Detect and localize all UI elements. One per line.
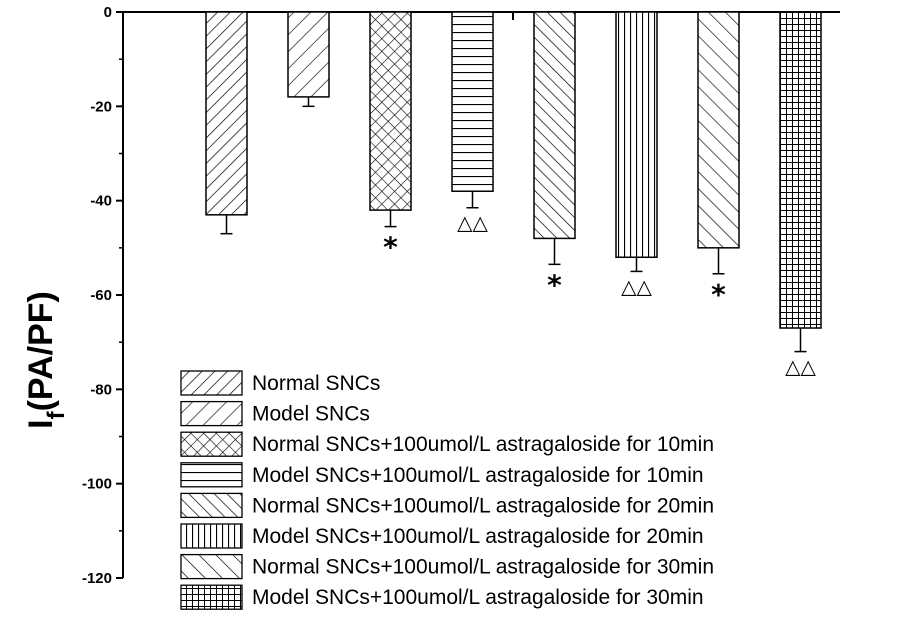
legend-swatch bbox=[180, 400, 243, 427]
legend-swatch bbox=[180, 370, 243, 396]
y-tick-label: -40 bbox=[90, 193, 112, 210]
legend-label: Normal SNCs bbox=[252, 372, 380, 395]
y-tick-label: -60 bbox=[90, 287, 112, 304]
legend-swatch bbox=[180, 492, 243, 519]
legend-label: Normal SNCs+100umol/L astragaloside for … bbox=[252, 433, 714, 456]
y-tick-label: -20 bbox=[90, 98, 112, 115]
bar bbox=[533, 11, 576, 240]
y-axis-label: If(PA/PF) bbox=[22, 291, 70, 429]
significance-marker: △△ bbox=[621, 274, 652, 298]
significance-marker: △△ bbox=[785, 355, 816, 379]
y-tick-label: 0 bbox=[104, 4, 112, 21]
bars: * △△ * △△ * △△ bbox=[205, 11, 822, 379]
significance-marker: * bbox=[711, 278, 726, 311]
bar bbox=[369, 11, 412, 211]
legend-swatch bbox=[180, 523, 243, 549]
y-tick-label: -100 bbox=[82, 476, 112, 493]
legend-label: Model SNCs bbox=[252, 403, 370, 426]
bar bbox=[451, 11, 494, 192]
legend-swatch bbox=[180, 462, 243, 488]
bar bbox=[205, 11, 248, 216]
y-tick-label: -120 bbox=[82, 570, 112, 587]
legend-swatch bbox=[180, 584, 243, 610]
legend-swatch bbox=[180, 431, 243, 457]
legend-label: Model SNCs+100umol/L astragaloside for 2… bbox=[252, 525, 704, 548]
legend-label: Normal SNCs+100umol/L astragaloside for … bbox=[252, 494, 714, 517]
bar bbox=[287, 11, 330, 98]
significance-marker: △△ bbox=[457, 211, 488, 235]
legend-swatch bbox=[180, 553, 243, 580]
legend-label: Model SNCs+100umol/L astragaloside for 1… bbox=[252, 464, 704, 487]
significance-marker: * bbox=[383, 231, 398, 264]
y-tick-label: -80 bbox=[90, 381, 112, 398]
significance-marker: * bbox=[547, 268, 562, 301]
legend-label: Normal SNCs+100umol/L astragaloside for … bbox=[252, 556, 714, 579]
bar bbox=[615, 11, 658, 259]
bar bbox=[697, 11, 740, 249]
bar bbox=[779, 11, 822, 329]
legend-label: Model SNCs+100umol/L astragaloside for 3… bbox=[252, 586, 704, 609]
